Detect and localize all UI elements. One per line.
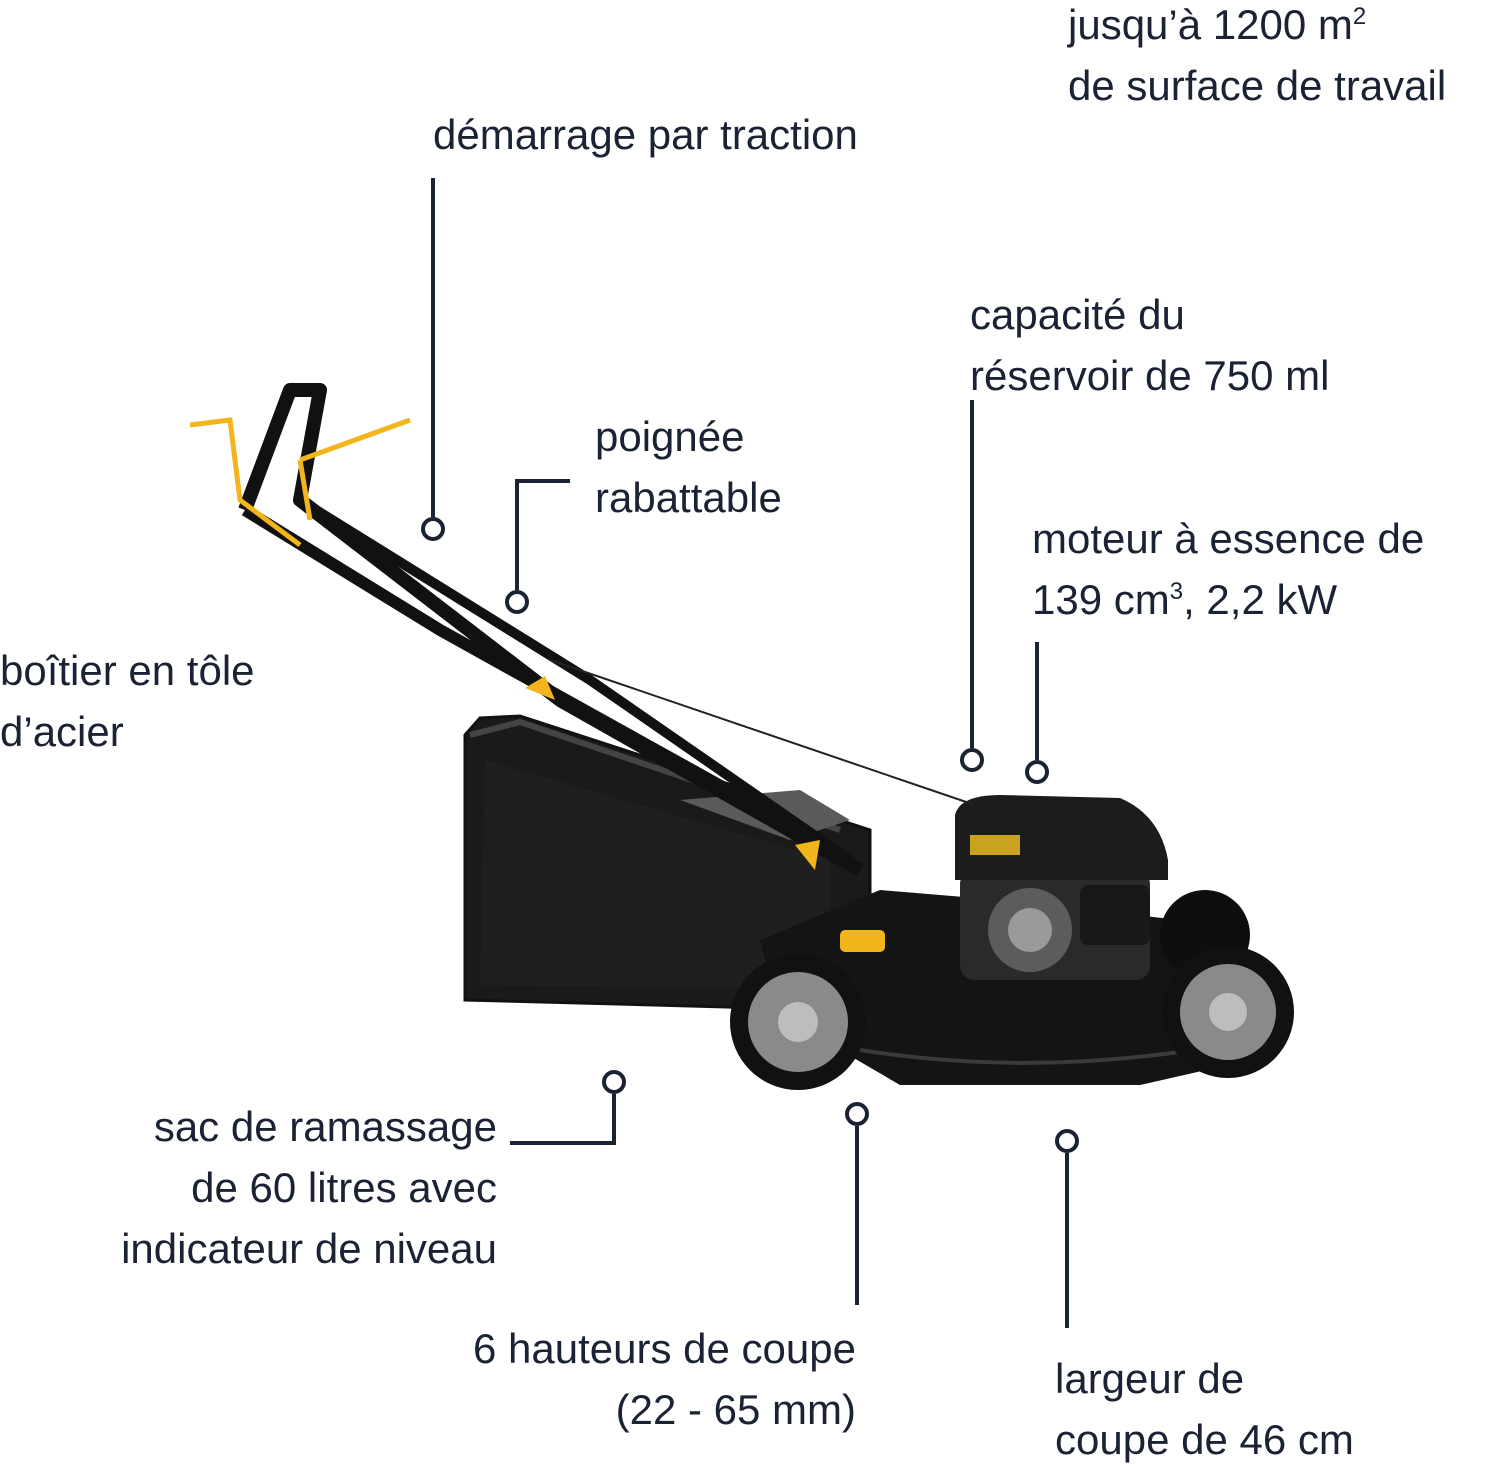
label-cutting-heights: 6 hauteurs de coupe (22 - 65 mm) [400, 1318, 856, 1440]
handle-line2: rabattable [595, 474, 782, 521]
start-line1: démarrage par traction [433, 111, 858, 158]
surface-line1: jusqu’à 1200 m [1068, 1, 1353, 48]
handle-line1: poignée [595, 413, 745, 460]
label-surface: jusqu’à 1200 m2 de surface de travail [1068, 0, 1446, 116]
housing-line2: d’acier [0, 708, 124, 755]
heights-line2: (22 - 65 mm) [615, 1386, 856, 1433]
label-tank-capacity: capacité du réservoir de 750 ml [970, 284, 1329, 406]
bag-line2: de 60 litres avec [191, 1164, 497, 1211]
width-line2: coupe de 46 cm [1055, 1416, 1354, 1463]
label-grass-bag: sac de ramassage de 60 litres avec indic… [60, 1096, 497, 1279]
bag-line3: indicateur de niveau [121, 1225, 497, 1272]
label-steel-housing: boîtier en tôle d’acier [0, 640, 255, 762]
housing-line1: boîtier en tôle [0, 647, 255, 694]
callout-leaders [421, 178, 1079, 1328]
engine-line2-a: 139 cm [1032, 576, 1170, 623]
engine-line2-b: , 2,2 kW [1183, 576, 1338, 623]
surface-line2: de surface de travail [1068, 62, 1447, 109]
label-pull-start: démarrage par traction [433, 104, 858, 165]
tank-line2: réservoir de 750 ml [970, 352, 1330, 399]
bag-line1: sac de ramassage [153, 1103, 497, 1150]
label-engine: moteur à essence de 139 cm3, 2,2 kW [1032, 508, 1424, 630]
label-cutting-width: largeur de coupe de 46 cm [1055, 1348, 1354, 1470]
surface-superscript: 2 [1352, 3, 1367, 30]
lawnmower-illustration [189, 383, 1294, 1090]
width-line1: largeur de [1055, 1355, 1245, 1402]
tank-line1: capacité du [970, 291, 1185, 338]
engine-line1: moteur à essence de [1032, 515, 1425, 562]
engine-superscript: 3 [1169, 578, 1184, 605]
heights-line1: 6 hauteurs de coupe [473, 1325, 856, 1372]
label-folding-handle: poignée rabattable [595, 406, 782, 528]
